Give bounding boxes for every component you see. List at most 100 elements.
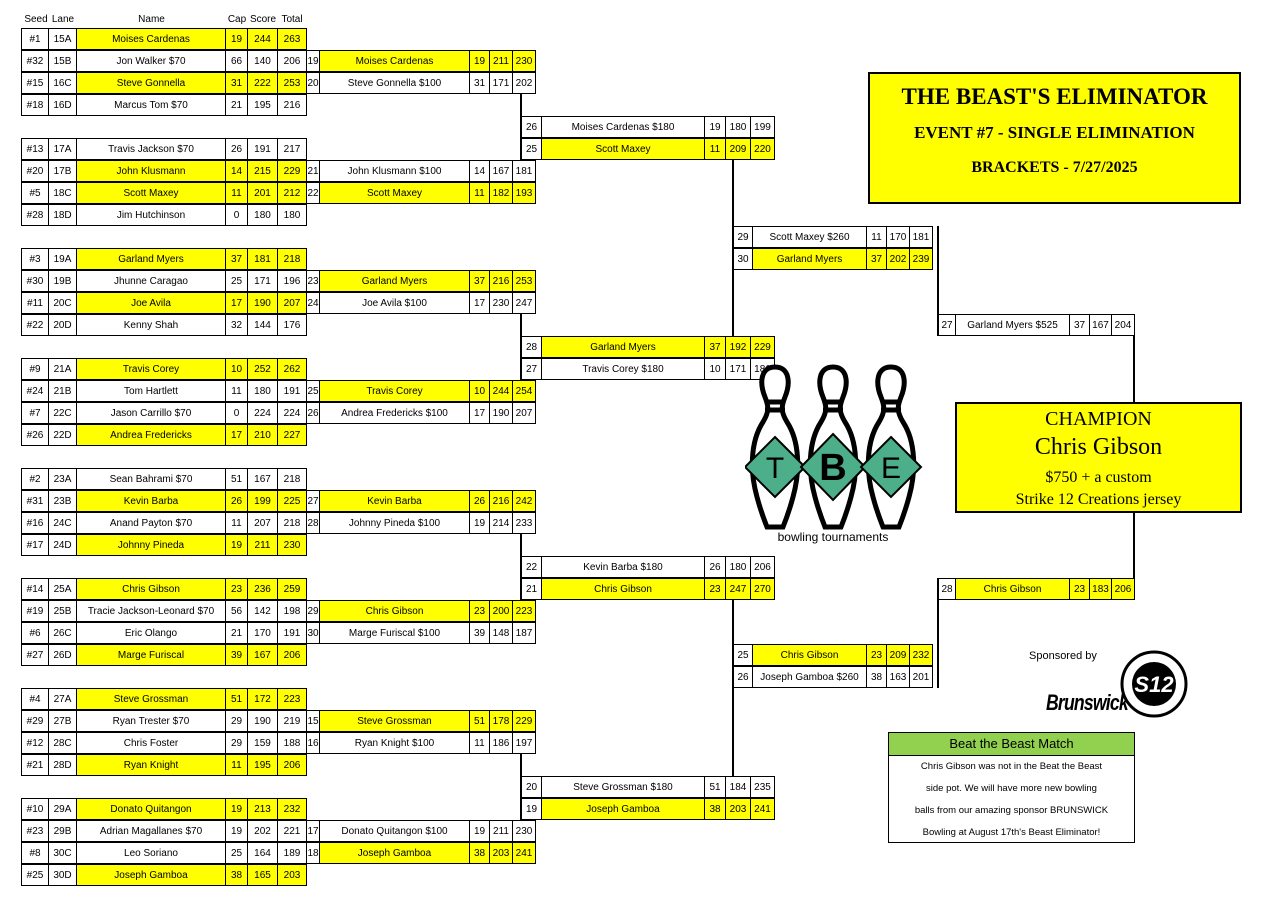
logo-letter-e: E [881, 452, 901, 485]
bracket-cell-total: 232 [910, 645, 932, 665]
bracket-cell-score: 181 [248, 249, 278, 269]
bracket-cell-seed: #24 [22, 381, 49, 401]
bracket-cell-cap: 39 [226, 645, 248, 665]
beat-the-beast-box: Beat the Beast Match Chris Gibson was no… [888, 732, 1135, 843]
bracket-cell-lane: 18 [307, 843, 320, 863]
bracket-cell-lane: 16 [307, 733, 320, 753]
bracket-cell-score: 213 [248, 799, 278, 819]
bracket-cell-cap: 17 [226, 425, 248, 445]
bracket-cell-total: 206 [754, 561, 771, 573]
bracket-cell-total: 218 [283, 517, 301, 529]
bracket-cell-score: 230 [490, 293, 513, 313]
bracket-cell-cap: 38 [867, 667, 887, 687]
bracket-cell-score: 180 [726, 117, 751, 137]
bracket-cell-lane: 25 [307, 381, 320, 401]
bracket-cell-total: 188 [283, 737, 301, 749]
strike12-text: S12 [1134, 672, 1174, 697]
bracket-cell-lane: 26 [734, 667, 753, 687]
bracket-cell-cap: 38 [705, 799, 726, 819]
bracket-cell-seed: #2 [22, 469, 49, 489]
bracket-cell-cap: 21 [226, 623, 248, 643]
bracket-cell-total: 241 [751, 799, 774, 819]
bracket-cell-name: Garland Myers $525 [956, 315, 1070, 335]
bracket-cell-cap: 26 [226, 139, 248, 159]
bracket-cell-score: 167 [1090, 315, 1112, 335]
bracket-cell-name: Garland Myers [753, 249, 867, 269]
bracket-cell-cap: 17 [470, 403, 490, 423]
bracket-cell-name: Travis Corey [320, 381, 470, 401]
bracket-cell-lane: 28 [307, 513, 320, 533]
bracket-cell-cap: 23 [867, 645, 887, 665]
bracket-cell-seed: #23 [22, 821, 49, 841]
bracket-cell-seed: #25 [22, 865, 49, 885]
bracket-cell-cap: 10 [226, 359, 248, 379]
bracket-cell-cap: 31 [226, 73, 248, 93]
bracket-cell-name: Steve Grossman [77, 689, 226, 709]
bracket-cell-seed: #19 [22, 601, 49, 621]
bracket-cell-cap: 37 [867, 249, 887, 269]
bracket-cell-score: 216 [490, 491, 513, 511]
bracket-cell-name: Chris Gibson [320, 601, 470, 621]
bracket-cell-seed: #5 [22, 183, 49, 203]
bracket-cell-score: 171 [248, 271, 278, 291]
bracket-cell-lane: 24 [307, 293, 320, 313]
beat-the-beast-line: balls from our amazing sponsor BRUNSWICK [914, 805, 1109, 816]
bracket-cell-total: 201 [912, 671, 930, 683]
bracket-cell-score: 180 [248, 205, 278, 225]
brunswick-logo: Brunswick [1046, 690, 1129, 715]
bracket-cell-total: 235 [754, 781, 771, 793]
champion-name: Chris Gibson [1034, 434, 1163, 460]
bracket-cell-score: 202 [248, 821, 278, 841]
bracket-cell-score: 184 [726, 777, 751, 797]
bracket-cell-total: 242 [513, 491, 535, 511]
bracket-cell-score: 200 [490, 601, 513, 621]
bracket-cell-cap: 11 [470, 183, 490, 203]
bracket-cell-name: Joe Avila $100 [320, 293, 470, 313]
champion-prize-line2: Strike 12 Creations jersey [1015, 491, 1182, 508]
bracket-cell-score: 178 [490, 711, 513, 731]
tbe-logo: T B E bowling tournaments [745, 364, 923, 544]
bracket-cell-lane: 19A [49, 249, 77, 269]
bracket-cell-total: 263 [278, 29, 306, 49]
bracket-cell-lane: 17B [49, 161, 77, 181]
bracket-cell-lane: 26D [49, 645, 77, 665]
bracket-cell-name: Garland Myers [320, 271, 470, 291]
bracket-cell-cap: 26 [470, 491, 490, 511]
bracket-cell-lane: 30 [734, 249, 753, 269]
bracket-cell-cap: 11 [226, 381, 248, 401]
bracket-cell-cap: 17 [470, 293, 490, 313]
bracket-cell-name: Jhunne Caragao [77, 271, 226, 291]
bracket-cell-cap: 37 [705, 337, 726, 357]
bracket-cell-seed: #22 [22, 315, 49, 335]
bracket-cell-score: 190 [248, 711, 278, 731]
bracket-cell-lane: 17 [307, 821, 320, 841]
bracket-cell-total: 227 [278, 425, 306, 445]
event-date: BRACKETS - 7/27/2025 [971, 159, 1138, 176]
bracket-cell-lane: 29 [734, 227, 753, 247]
bracket-cell-lane: 27B [49, 711, 77, 731]
beat-the-beast-line: Chris Gibson was not in the Beat the Bea… [920, 761, 1103, 772]
bracket-cell-cap: 19 [226, 799, 248, 819]
bracket-cell-seed: #10 [22, 799, 49, 819]
bracket-cell-score: 148 [490, 623, 513, 643]
bracket-cell-score: 215 [248, 161, 278, 181]
champion-label: CHAMPION [1045, 408, 1152, 430]
bracket-cell-cap: 37 [1070, 315, 1090, 335]
champion-prize-line1: $750 + a custom [1045, 469, 1152, 486]
bracket-cell-cap: 38 [470, 843, 490, 863]
